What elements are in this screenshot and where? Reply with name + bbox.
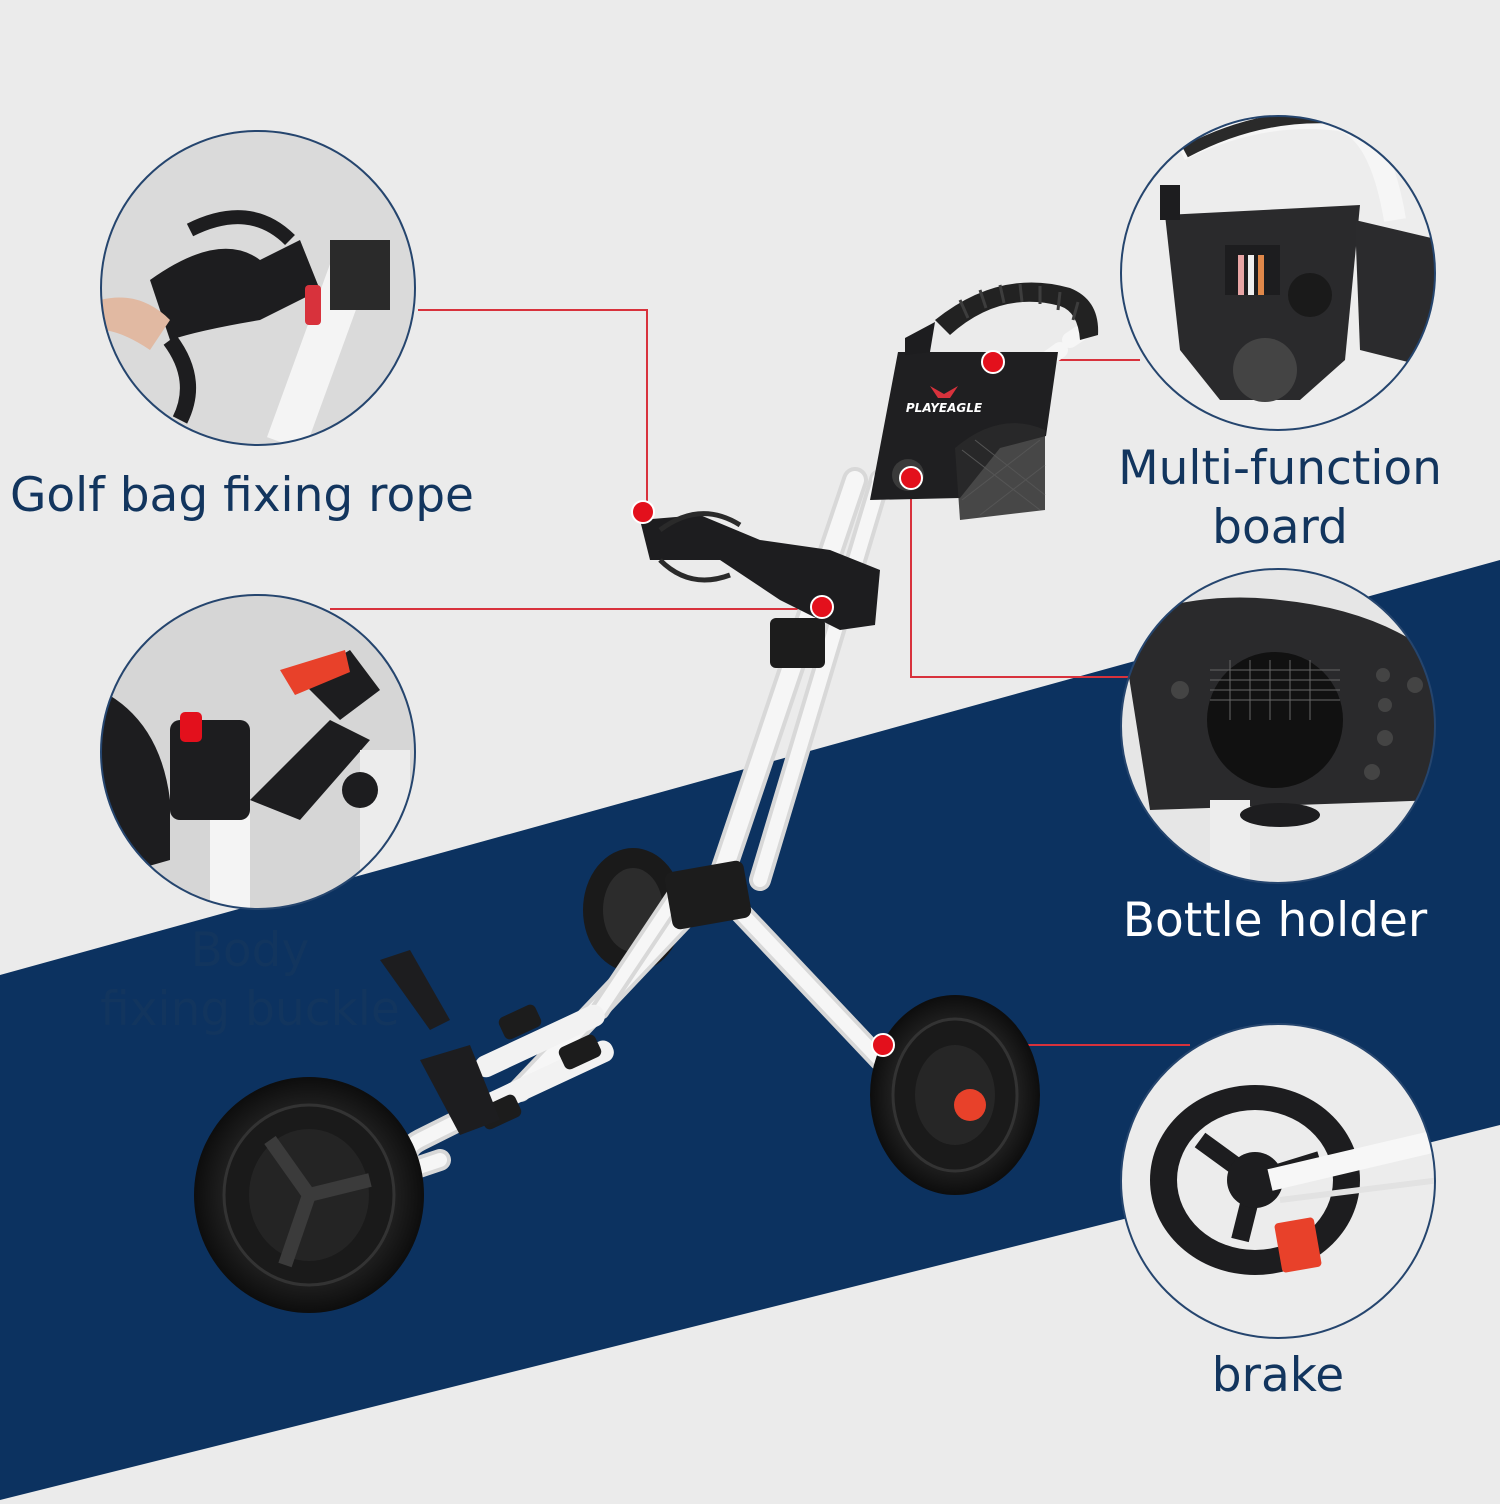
label-line: Bottle holder — [1122, 893, 1428, 948]
mesh-pattern — [961, 439, 1046, 516]
label-body-fixing-buckle: Body fixing buckle — [95, 922, 405, 1040]
leader-line-bottle — [910, 478, 1130, 678]
label-brake: brake — [1178, 1347, 1378, 1406]
lower-bag-cradle — [380, 950, 500, 1135]
label-line: Multi-function — [1118, 441, 1442, 496]
mid-clamp — [770, 618, 825, 668]
handle-grip-ribs — [958, 283, 1080, 321]
marker-dot-brake — [871, 1033, 895, 1057]
eagle-logo-icon — [930, 386, 958, 398]
scorecard-board: PLAYEAGLE — [870, 322, 1058, 520]
front-right-wheel — [870, 995, 1040, 1195]
marker-dot-rope — [631, 500, 655, 524]
callout-board-photo — [1120, 115, 1436, 431]
label-bottle-holder: Bottle holder — [1110, 892, 1440, 951]
label-multi-function-board: Multi-function board — [1105, 440, 1455, 558]
label-line: Body — [190, 923, 310, 978]
brake-pedal-accent — [954, 1089, 986, 1121]
callout-brake-photo — [1120, 1023, 1436, 1339]
marker-dot-board — [981, 350, 1005, 374]
folding-crossbars — [466, 1004, 614, 1130]
main-hinge — [664, 860, 752, 930]
trolley-handle — [935, 282, 1099, 340]
marker-dots — [631, 350, 1005, 1057]
label-line: Golf bag fixing rope — [10, 468, 474, 523]
brand-logo: PLAYEAGLE — [906, 401, 983, 415]
golf-trolley: PLAYEAGLE — [194, 282, 1099, 1313]
label-line: fixing buckle — [100, 981, 400, 1037]
label-golf-bag-fixing-rope: Golf bag fixing rope — [10, 467, 474, 526]
callout-rope-photo — [100, 130, 416, 446]
callout-bottle-photo — [1120, 568, 1436, 884]
label-line: board — [1212, 499, 1348, 555]
rear-left-big-wheel — [194, 1077, 424, 1313]
leader-line-rope — [418, 309, 648, 512]
marker-dot-buckle — [810, 595, 834, 619]
label-line: brake — [1211, 1348, 1345, 1403]
marker-dot-bottle — [899, 466, 923, 490]
